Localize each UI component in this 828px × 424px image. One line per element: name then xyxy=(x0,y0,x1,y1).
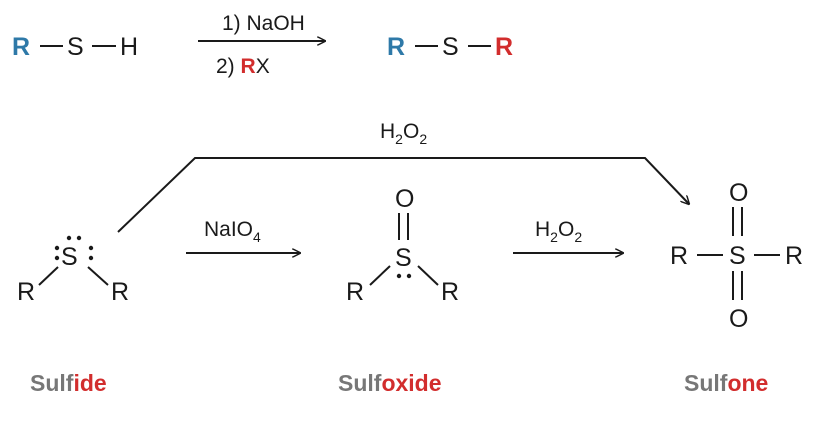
sulfide-sulfur: S xyxy=(61,243,78,271)
lone-pair-dot xyxy=(396,273,402,279)
sulfide-r-left: R xyxy=(17,278,35,306)
sulfide-structure: S R R xyxy=(17,235,129,306)
sulfone-oxygen-bottom: O xyxy=(729,305,748,333)
condition-step-2-r: R xyxy=(241,55,256,78)
lone-pair-dot xyxy=(88,245,94,251)
sulfoxide-sulfur: S xyxy=(395,244,412,272)
h2o2-reagent: H2O2 xyxy=(535,218,582,245)
sulfide-r-right: R xyxy=(111,278,129,306)
sulfoxide-structure: O S R R xyxy=(346,185,459,306)
sulfone-label: Sulfone xyxy=(684,370,768,396)
sulfide-bond-left xyxy=(38,266,59,286)
condition-step-2-x: X xyxy=(256,55,270,78)
sulfoxide-r-right: R xyxy=(441,278,459,306)
thiol-r-group: R xyxy=(12,33,30,61)
thiol-reactant: R S H xyxy=(12,33,138,61)
thiol-hydrogen: H xyxy=(120,33,138,61)
sulfide-bond-right xyxy=(87,266,109,286)
sulfone-r-right: R xyxy=(785,242,803,270)
lone-pair-dot xyxy=(76,235,82,241)
sulfide-product: R S R xyxy=(387,33,513,61)
sulfone-sulfur: S xyxy=(729,242,746,270)
sulfide-label: Sulfide xyxy=(30,370,107,396)
naio4-reagent: NaIO4 xyxy=(204,218,261,245)
condition-step-2: 2) RX xyxy=(216,55,270,78)
lone-pair-dot xyxy=(54,245,60,251)
sulfoxide-bond-left xyxy=(369,265,391,286)
condition-step-2-prefix: 2) xyxy=(216,55,241,78)
product-sulfur: S xyxy=(442,33,459,61)
lone-pair-dot xyxy=(406,273,412,279)
thiol-sulfur: S xyxy=(67,33,84,61)
sulfone-oxygen-top: O xyxy=(729,179,748,207)
sulfoxide-r-left: R xyxy=(346,278,364,306)
sulfoxide-label: Sulfoxide xyxy=(338,370,442,396)
sulfoxide-bond-right xyxy=(417,265,439,286)
direct-oxidation-arrow xyxy=(117,157,689,233)
sulfone-r-left: R xyxy=(670,242,688,270)
direct-reagent: H2O2 xyxy=(380,120,427,147)
product-r-group-blue: R xyxy=(387,33,405,61)
condition-step-1: 1) NaOH xyxy=(222,12,305,35)
sulfone-structure: O R S R O xyxy=(670,179,803,333)
product-r-group-red: R xyxy=(495,33,513,61)
lone-pair-dot xyxy=(88,255,94,261)
lone-pair-dot xyxy=(54,255,60,261)
lone-pair-dot xyxy=(66,235,72,241)
top-conditions: 1) NaOH 2) RX xyxy=(198,12,325,78)
sulfoxide-oxygen: O xyxy=(395,185,414,213)
